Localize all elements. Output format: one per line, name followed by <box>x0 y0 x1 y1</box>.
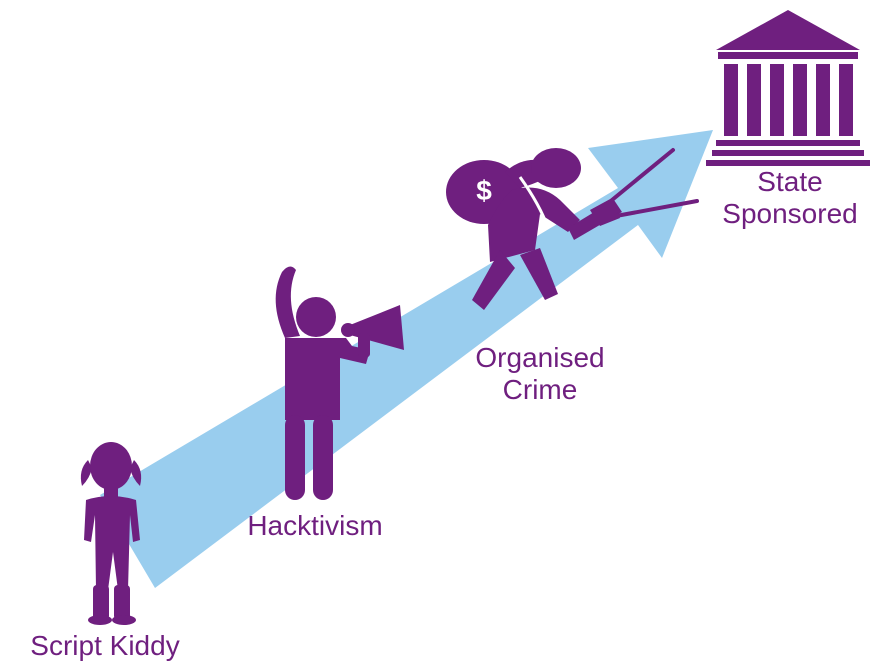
label-organised-crime-line1: Organised <box>475 342 605 373</box>
government-building-icon <box>706 10 870 166</box>
progression-arrow <box>100 130 713 588</box>
label-state-sponsored-line1: State <box>757 166 823 197</box>
girl-silhouette-icon <box>80 442 142 625</box>
label-organised-crime: Organised Crime <box>445 342 635 406</box>
label-state-sponsored-line2: Sponsored <box>722 198 858 229</box>
label-hacktivism: Hacktivism <box>225 510 405 542</box>
label-organised-crime-line2: Crime <box>502 374 578 405</box>
label-script-kiddy: Script Kiddy <box>10 630 200 662</box>
protester-megaphone-icon <box>275 266 404 500</box>
thief-money-bag-icon <box>446 148 699 310</box>
label-hacktivism-text: Hacktivism <box>247 510 383 541</box>
label-state-sponsored: State Sponsored <box>705 166 875 230</box>
dollar-sign-icon: $ <box>476 175 492 206</box>
strap-highlight <box>518 176 550 229</box>
label-script-kiddy-text: Script Kiddy <box>30 630 180 661</box>
